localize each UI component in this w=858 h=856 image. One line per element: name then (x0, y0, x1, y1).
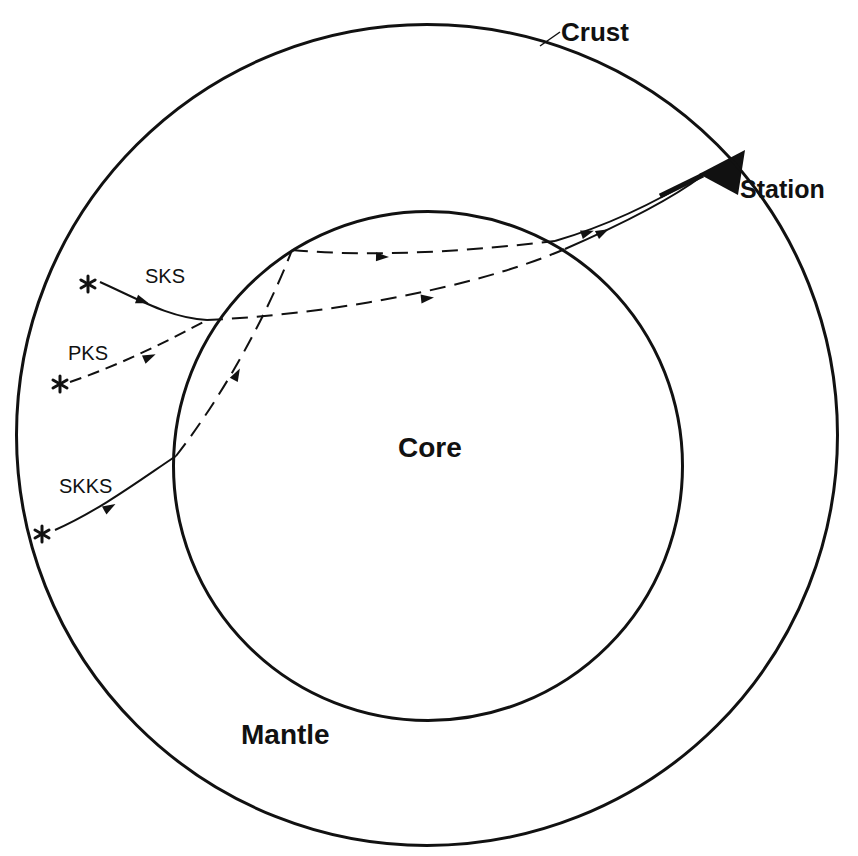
source-star (35, 526, 49, 542)
core-leg (207, 249, 565, 320)
circle-outline (17, 25, 838, 846)
sks-mantle-leg (100, 282, 207, 320)
arrow-head (142, 350, 158, 364)
arrow-head (595, 225, 611, 239)
phase-label: SKS (145, 265, 185, 287)
region-label: Core (398, 433, 462, 464)
arrow-head (135, 295, 150, 308)
skks-mantle-leg (55, 456, 176, 530)
skks-reflected-leg (292, 241, 555, 253)
skks-core-leg (176, 250, 292, 456)
arrow-head (421, 293, 435, 303)
phase-label: PKS (68, 342, 108, 364)
station-symbol (699, 150, 745, 195)
circle-outline (174, 212, 683, 721)
station-label: Station (740, 176, 825, 204)
station-bundle (660, 175, 703, 196)
mantle-circle: Mantle Core (15, 23, 839, 847)
source-star (53, 376, 67, 392)
source-star (81, 276, 95, 292)
layer-label: Crust (561, 18, 629, 47)
circle-outline (172, 210, 684, 722)
arrow-head (376, 252, 389, 261)
sks-exit-leg (565, 176, 702, 249)
arrow-head (580, 226, 595, 239)
arrow-head (230, 366, 244, 382)
arrow-head (102, 500, 118, 514)
region-label: Mantle (241, 720, 330, 751)
skks-exit-leg (555, 174, 702, 241)
phase-label: SKKS (59, 475, 112, 497)
core-circle: Core (172, 210, 684, 722)
